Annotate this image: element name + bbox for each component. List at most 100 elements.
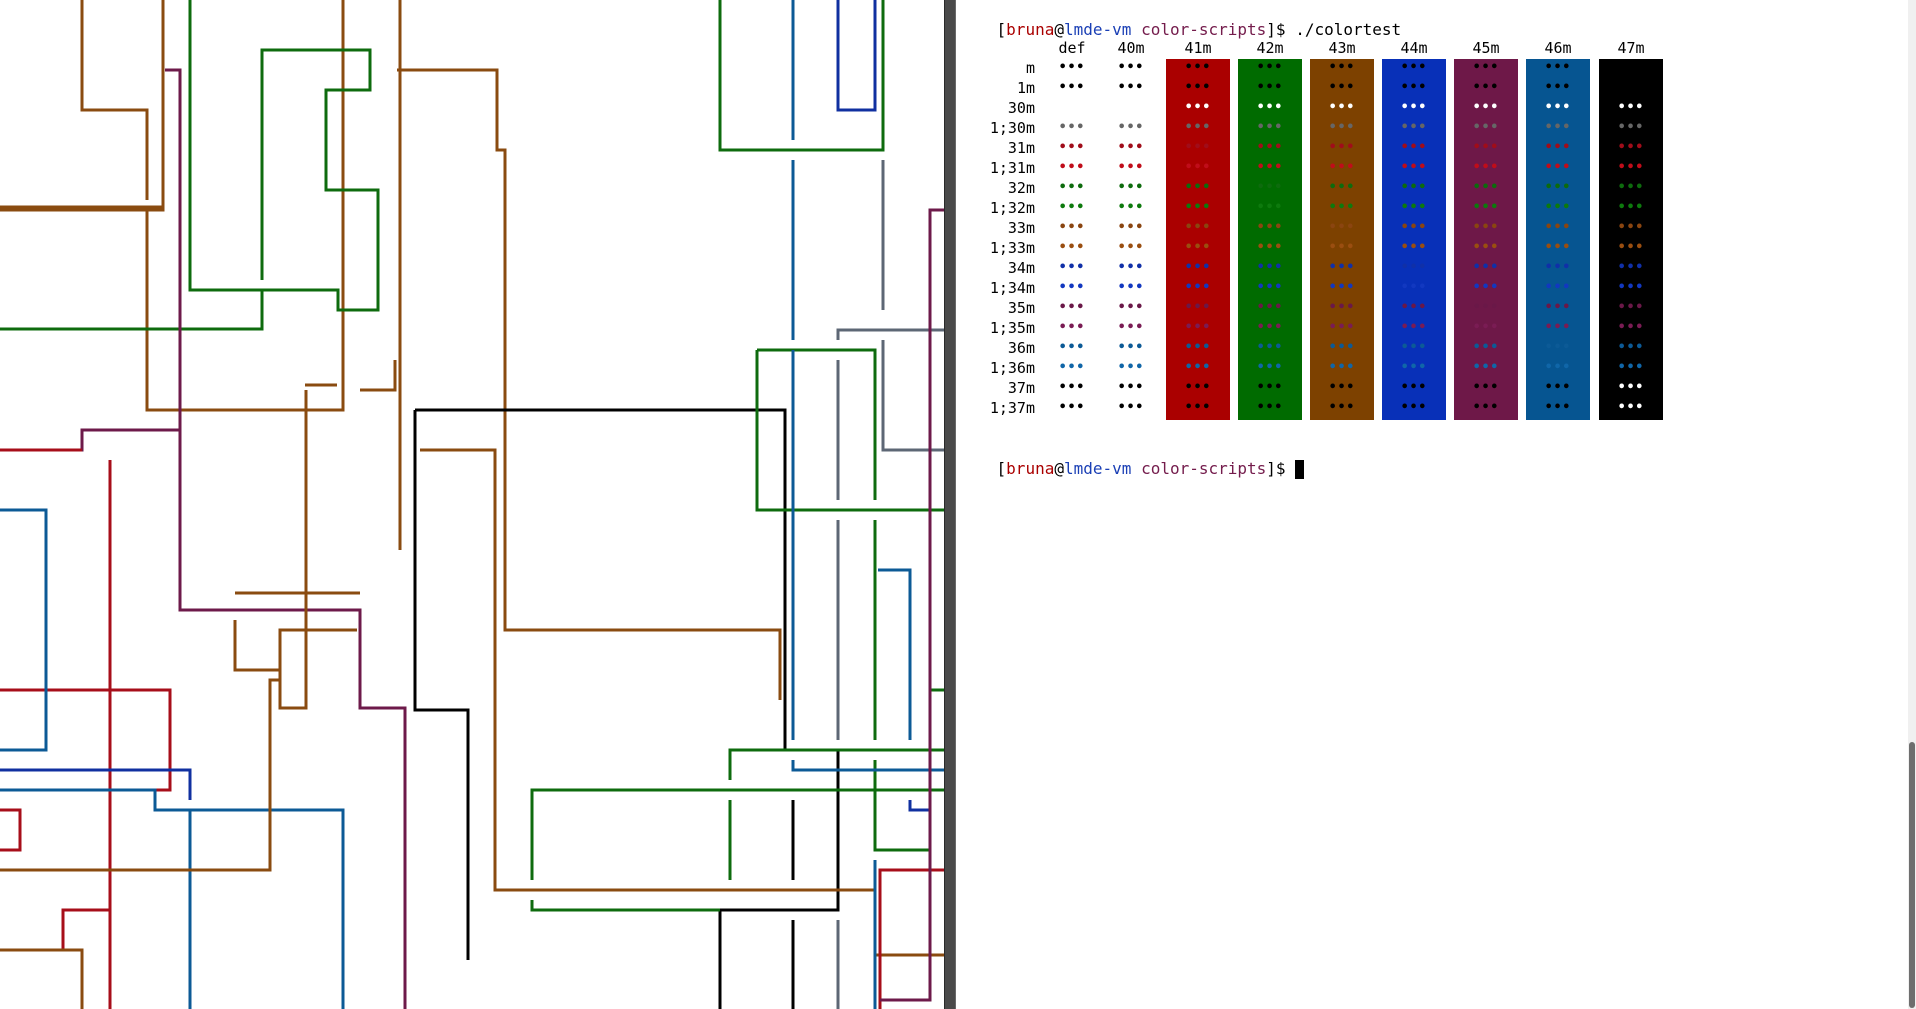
- sample-cell: •••: [1617, 300, 1645, 315]
- row-label: 1;31m: [989, 159, 1035, 177]
- sample-cell: •••: [1617, 180, 1645, 195]
- sample-cell: •••: [1544, 240, 1572, 255]
- sample-cell: •••: [1328, 320, 1356, 335]
- sample-cell: •••: [1472, 400, 1500, 415]
- row-label: 34m: [1007, 259, 1035, 277]
- pipe-segment: [757, 348, 877, 500]
- column-header: 43m: [1328, 39, 1356, 57]
- sample-cell: •••: [1117, 380, 1145, 395]
- row-label: m: [1025, 59, 1035, 77]
- row-label: 1;32m: [989, 199, 1035, 217]
- sample-cell: •••: [1328, 280, 1356, 295]
- sample-cell: •••: [1328, 340, 1356, 355]
- scrollbar[interactable]: [1908, 0, 1916, 1009]
- column-header: 45m: [1472, 39, 1500, 57]
- pipe-segment: [188, 0, 380, 312]
- sample-cell: •••: [1400, 220, 1428, 235]
- scrollbar-thumb[interactable]: [1909, 742, 1915, 1008]
- pipe-segment: [360, 360, 397, 392]
- prompt-close: ]$: [1266, 20, 1296, 39]
- sample-cell: •••: [1472, 380, 1500, 395]
- sample-cell: •••: [1058, 300, 1086, 315]
- prompt-space: [1131, 20, 1141, 39]
- column-header: 46m: [1544, 39, 1572, 57]
- pipe-segment: [413, 410, 470, 960]
- bg-column-47m: [1599, 59, 1663, 420]
- prompt-space: [1131, 459, 1141, 478]
- text-cursor: [1295, 460, 1305, 479]
- sample-cell: •••: [1400, 80, 1428, 95]
- pipe-segment: [878, 868, 944, 1009]
- pipe-segment: [791, 760, 944, 772]
- sample-cell: •••: [1328, 380, 1356, 395]
- sample-cell: •••: [1184, 180, 1212, 195]
- sample-cell: •••: [1256, 80, 1284, 95]
- sample-cell: •••: [1184, 200, 1212, 215]
- pane-divider[interactable]: [944, 0, 956, 1009]
- pipe-segment: [836, 0, 877, 112]
- sample-cell: •••: [1058, 140, 1086, 155]
- sample-cell: •••: [1544, 320, 1572, 335]
- sample-cell: •••: [1117, 60, 1145, 75]
- sample-cell: •••: [1617, 340, 1645, 355]
- sample-cell: •••: [1617, 200, 1645, 215]
- current-prompt-line[interactable]: [bruna@lmde-vm color-scripts]$: [958, 439, 1305, 479]
- pipes-terminal-pane[interactable]: [0, 0, 944, 1009]
- pipe-segment: [0, 428, 180, 452]
- sample-cell: •••: [1328, 80, 1356, 95]
- sample-cell: •••: [1544, 200, 1572, 215]
- row-label: 1;36m: [989, 359, 1035, 377]
- sample-cell: •••: [1256, 160, 1284, 175]
- row-label: 30m: [1007, 99, 1035, 117]
- bg-column-41m: [1166, 59, 1230, 420]
- sample-cell: •••: [1617, 260, 1645, 275]
- sample-cell: •••: [1058, 260, 1086, 275]
- sample-cell: •••: [1544, 60, 1572, 75]
- sample-cell: •••: [1117, 300, 1145, 315]
- sample-cell: •••: [1472, 180, 1500, 195]
- sample-cell: •••: [1400, 120, 1428, 135]
- sample-cell: •••: [1544, 380, 1572, 395]
- sample-cell: •••: [1617, 380, 1645, 395]
- sample-cell: •••: [1117, 320, 1145, 335]
- sample-cell: •••: [1617, 120, 1645, 135]
- sample-cell: •••: [1544, 120, 1572, 135]
- sample-cell: •••: [1256, 360, 1284, 375]
- sample-cell: •••: [1328, 120, 1356, 135]
- sample-cell: •••: [1328, 200, 1356, 215]
- pipe-segment: [0, 768, 192, 800]
- sample-cell: •••: [1117, 400, 1145, 415]
- row-label: 33m: [1007, 219, 1035, 237]
- sample-cell: •••: [1617, 100, 1645, 115]
- sample-cell: •••: [1058, 340, 1086, 355]
- sample-cell: •••: [1328, 140, 1356, 155]
- sample-cell: •••: [1256, 200, 1284, 215]
- row-label: 37m: [1007, 379, 1035, 397]
- sample-cell: •••: [1256, 300, 1284, 315]
- sample-cell: •••: [1544, 80, 1572, 95]
- sample-cell: •••: [1328, 180, 1356, 195]
- column-header: 41m: [1184, 39, 1212, 57]
- sample-cell: •••: [1117, 280, 1145, 295]
- sample-cell: •••: [1472, 360, 1500, 375]
- sample-cell: •••: [1256, 240, 1284, 255]
- sample-cell: •••: [1256, 140, 1284, 155]
- sample-cell: •••: [1184, 340, 1212, 355]
- sample-cell: •••: [1400, 100, 1428, 115]
- colortest-terminal-pane[interactable]: [bruna@lmde-vm color-scripts]$ ./colorte…: [956, 0, 1916, 1009]
- column-header: def: [1058, 39, 1086, 57]
- sample-cell: •••: [1617, 360, 1645, 375]
- pipe-segment: [0, 908, 110, 952]
- bg-column-43m: [1310, 59, 1374, 420]
- sample-cell: •••: [1328, 240, 1356, 255]
- sample-cell: •••: [1617, 400, 1645, 415]
- sample-cell: •••: [1117, 240, 1145, 255]
- sample-cell: •••: [1544, 300, 1572, 315]
- sample-cell: •••: [1617, 280, 1645, 295]
- sample-cell: •••: [1617, 140, 1645, 155]
- prompt-dir: color-scripts: [1141, 20, 1267, 39]
- sample-cell: •••: [1184, 140, 1212, 155]
- sample-cell: •••: [1328, 400, 1356, 415]
- pipe-segment: [80, 0, 149, 200]
- sample-cell: •••: [1117, 260, 1145, 275]
